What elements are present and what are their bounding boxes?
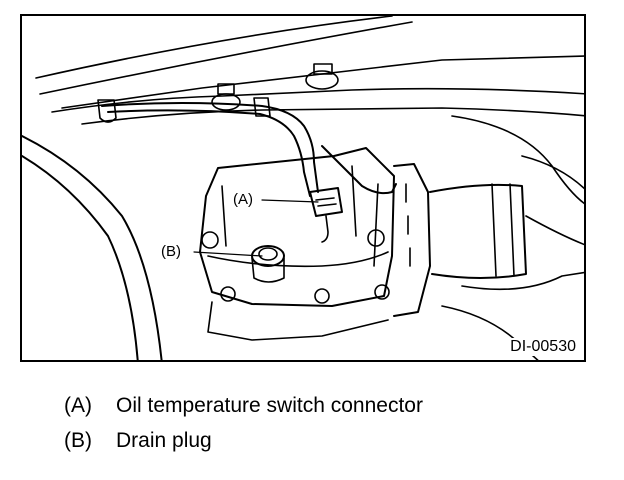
harness-branch: [321, 145, 397, 195]
harness-clip: [97, 97, 271, 123]
upper-panel-lines: [35, 16, 584, 109]
drain-plug-drawing: [251, 245, 285, 283]
case-ribs: [221, 165, 379, 267]
leader-line-b: [193, 251, 263, 257]
callout-label-a: (A): [232, 191, 254, 208]
extension-housing: [393, 163, 431, 317]
crossmember: [51, 87, 584, 125]
muffler-body: [429, 183, 527, 279]
legend-row-b: (B) Drain plug: [64, 429, 212, 453]
figure-id: DI-00530: [508, 338, 578, 356]
legend-key-a: (A): [64, 394, 92, 417]
transmission-illustration: [22, 16, 584, 360]
right-body-lines: [441, 115, 584, 360]
housing-ribs: [405, 183, 411, 267]
case-flange: [207, 251, 389, 268]
callout-label-b: (B): [160, 243, 182, 260]
legend-key-b: (B): [64, 429, 92, 452]
transmission-case: [199, 147, 395, 307]
legend-text-a: Oil temperature switch connector: [116, 394, 423, 417]
wheel-arch: [22, 135, 163, 360]
figure-frame: (A) (B) DI-00530: [20, 14, 586, 362]
legend-row-a: (A) Oil temperature switch connector: [64, 394, 423, 418]
oil-temp-connector-drawing: [309, 187, 343, 243]
muffler-rings: [491, 183, 515, 277]
leader-line-a: [261, 199, 319, 203]
lower-bracket: [207, 301, 389, 341]
case-bolts: [201, 229, 390, 304]
legend-text-b: Drain plug: [116, 429, 212, 452]
top-bolts: [211, 63, 339, 111]
wire-harness: [101, 102, 319, 197]
